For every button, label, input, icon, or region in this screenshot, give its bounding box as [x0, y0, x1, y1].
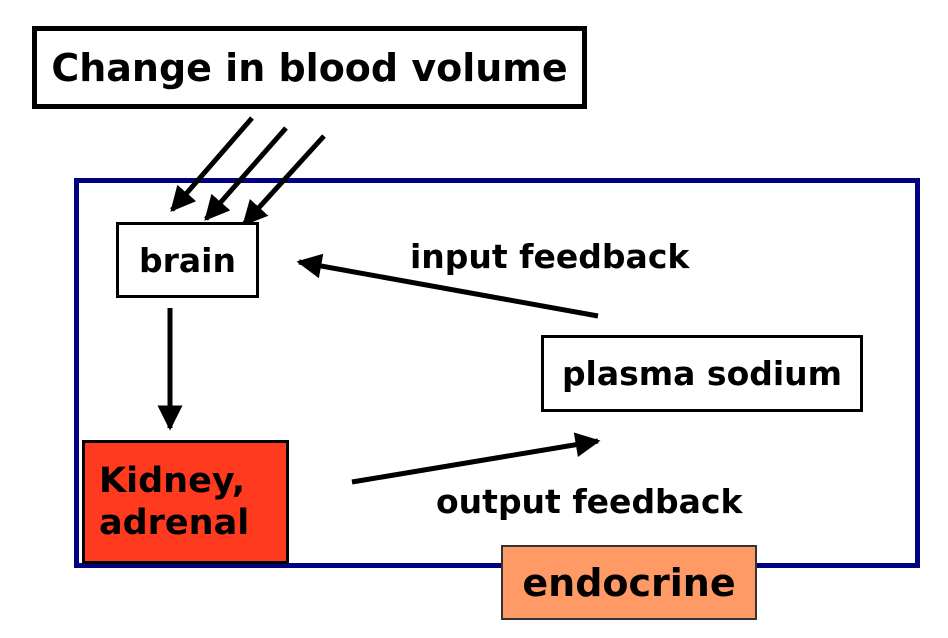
- kidney-adrenal-label: Kidney, adrenal: [99, 461, 250, 543]
- volume-to-brain-arrow-3: [242, 134, 326, 226]
- plasma-to-brain-arrow: [296, 253, 599, 319]
- plasma-sodium-node: plasma sodium: [541, 335, 863, 412]
- volume-to-brain-arrow-1: [170, 116, 254, 212]
- brain-node: brain: [116, 222, 259, 298]
- endocrine-node: endocrine: [501, 545, 757, 620]
- kidney-adrenal-node: Kidney, adrenal: [82, 440, 289, 564]
- system-boundary-frame: [74, 178, 920, 568]
- brain-label: brain: [139, 240, 236, 280]
- input-feedback-label: input feedback: [410, 237, 690, 276]
- change-in-blood-volume-label: Change in blood volume: [51, 45, 568, 90]
- kidney-to-plasma-arrow: [351, 432, 601, 485]
- plasma-sodium-label: plasma sodium: [561, 354, 843, 393]
- endocrine-label: endocrine: [522, 560, 736, 605]
- change-in-blood-volume-node: Change in blood volume: [32, 26, 587, 109]
- output-feedback-label: output feedback: [436, 482, 743, 521]
- volume-to-brain-arrow-2: [204, 126, 288, 221]
